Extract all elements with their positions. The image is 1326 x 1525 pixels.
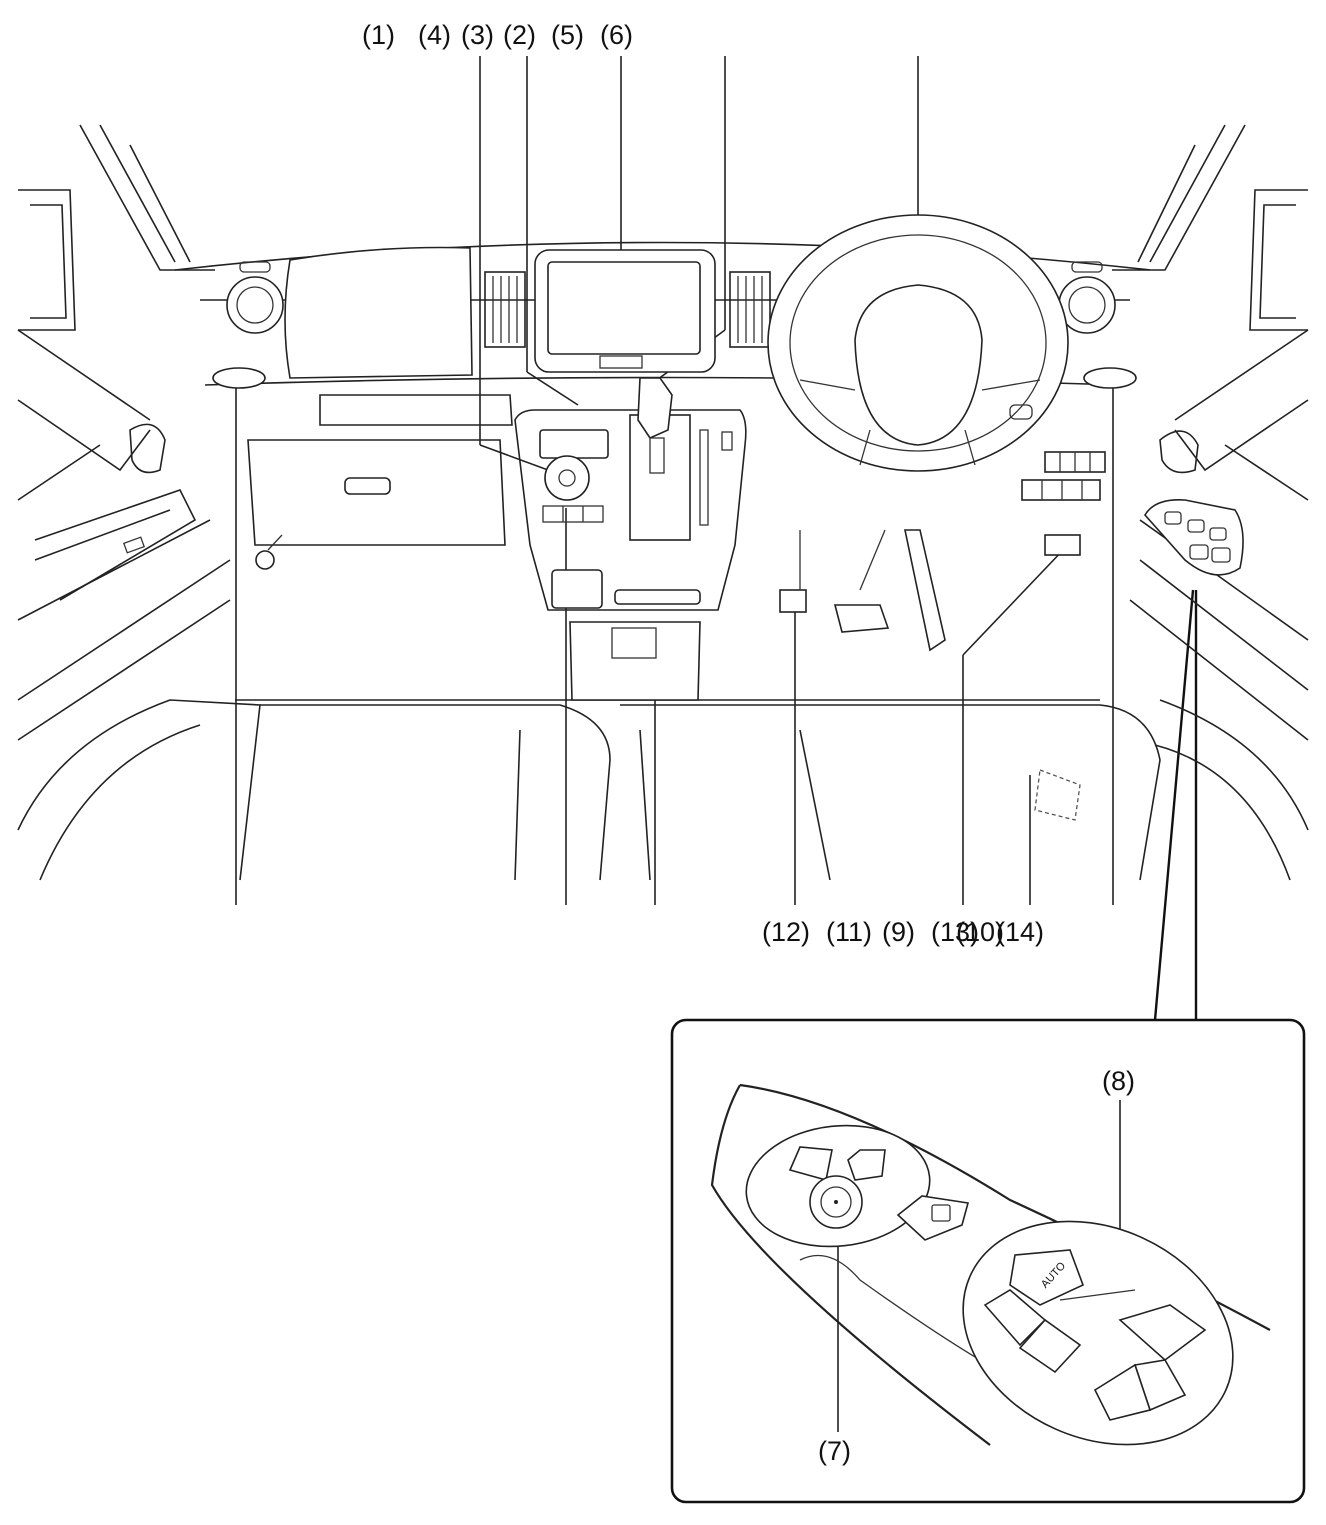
door-switch-panel [1144, 498, 1244, 576]
center-display [534, 249, 716, 373]
center-console [514, 377, 747, 701]
label-13: (13) [931, 917, 979, 947]
hood-release [1044, 534, 1081, 556]
top-callout-labels: (1) (4) (3) (2) (5) (6) [362, 20, 633, 50]
accessory-socket [255, 534, 283, 570]
label-10: (10) [956, 917, 1004, 947]
right-speaker [1083, 367, 1137, 389]
label-7: (7) [818, 1436, 851, 1466]
shift-lever [637, 377, 673, 440]
vents [212, 261, 1137, 389]
label-2: (2) [503, 20, 536, 50]
label-12: (12) [762, 917, 810, 947]
inset-window-switch-detail: (8) (7) AUTO [670, 1018, 1306, 1504]
label-3: (3) [461, 20, 494, 50]
bottom-callout-labels: (12) (11) (9) (13) (10) (14) [762, 917, 1044, 947]
label-9: (9) [882, 917, 915, 947]
label-6: (6) [600, 20, 633, 50]
climate-dial [544, 455, 590, 501]
label-11: (11) [826, 917, 872, 947]
fuel-lid-opener [779, 589, 807, 613]
label-1: (1) [362, 20, 395, 50]
label-5: (5) [551, 20, 584, 50]
left-speaker [212, 367, 266, 389]
dashboard-storage [247, 246, 513, 546]
steering-wheel [767, 214, 1069, 472]
label-14: (14) [996, 917, 1044, 947]
cabin-outline [17, 124, 1309, 881]
label-4: (4) [418, 20, 451, 50]
driver-controls [779, 451, 1106, 652]
label-8: (8) [1102, 1066, 1135, 1096]
